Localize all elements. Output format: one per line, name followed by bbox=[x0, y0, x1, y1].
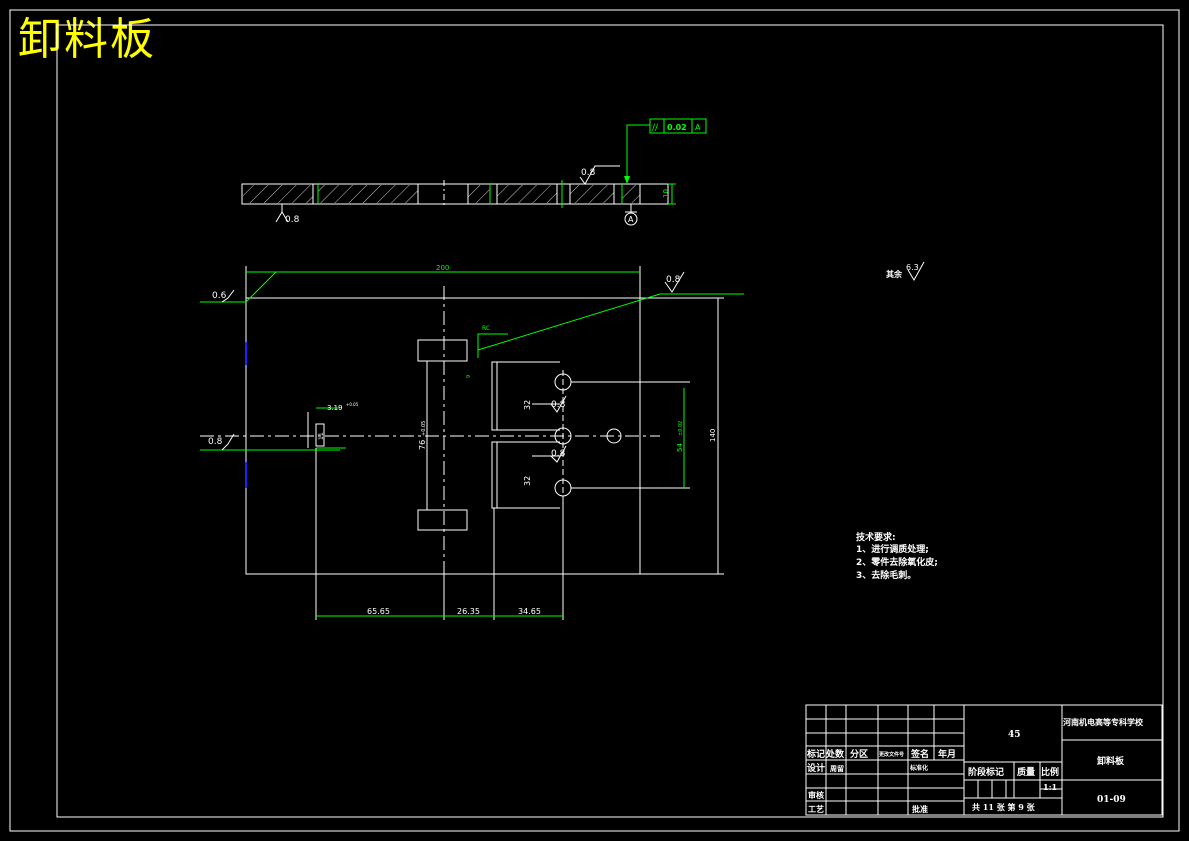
dim-bottom-3: 34.65 bbox=[518, 607, 541, 616]
rc-small: 9 bbox=[466, 375, 472, 378]
thickness-dim: 10 bbox=[662, 189, 670, 198]
tb-standardize: 标准化 bbox=[909, 764, 928, 772]
tech-requirements: 技术要求: 1、进行调质处理; 2、零件去除氧化皮; 3、去除毛刺。 bbox=[856, 531, 938, 581]
tb-count: 处数 bbox=[825, 748, 845, 760]
inner-frame bbox=[56, 24, 1164, 818]
main-view: 200 140 76 +0.05 32 32 54 ±0.02 bbox=[200, 264, 744, 620]
tolerance-value: 0.02 bbox=[667, 123, 687, 132]
roughness-left-mid: 0.8 bbox=[208, 437, 223, 447]
tb-date: 年月 bbox=[938, 748, 956, 760]
vertical-dim-tol: +0.05 bbox=[421, 421, 427, 436]
tb-scale: 1:1 bbox=[1043, 782, 1057, 792]
roughness-hole-1: 0.8 bbox=[551, 400, 566, 410]
tb-signature: 签名 bbox=[910, 748, 929, 760]
remainder-value: 6.3 bbox=[906, 263, 919, 272]
section-view: 10 // 0.02 A 0.8 0.8 A bbox=[241, 118, 707, 226]
tolerance-symbol: // bbox=[652, 123, 659, 133]
tb-part-name: 卸料板 bbox=[1097, 755, 1125, 767]
tb-ratio: 比例 bbox=[1041, 766, 1059, 778]
drawing-title: 卸料板 bbox=[18, 14, 156, 65]
outer-frame bbox=[9, 9, 1180, 832]
title-block-text: 标记 处数 分区 更改文件号 签名 年月 设计 周留 标准化 审核 工艺 批准 … bbox=[806, 717, 1144, 814]
tech-item-2: 2、零件去除氧化皮; bbox=[856, 556, 938, 568]
tb-approve: 批准 bbox=[912, 804, 928, 814]
tech-item-1: 1、进行调质处理; bbox=[856, 543, 929, 555]
datum-label: A bbox=[628, 215, 634, 224]
tolerance-datum: A bbox=[695, 123, 701, 132]
tb-process: 工艺 bbox=[808, 804, 824, 814]
tb-zone: 分区 bbox=[850, 748, 868, 760]
height-dim: 140 bbox=[709, 429, 717, 442]
roughness-top: 0.8 bbox=[581, 168, 596, 178]
roughness-bottom: 0.8 bbox=[285, 215, 300, 225]
right-dim: 54 bbox=[676, 443, 684, 452]
rc-label: RC bbox=[482, 325, 490, 332]
width-dim: 200 bbox=[436, 264, 449, 272]
tb-design: 设计 bbox=[807, 762, 825, 774]
tb-sheet-info: 共 11 张 第 9 张 bbox=[972, 802, 1036, 812]
slot-dim-a-tol: +0.05 bbox=[346, 402, 359, 407]
roughness-left-top: 0.6 bbox=[212, 291, 227, 301]
tb-design-name: 周留 bbox=[830, 764, 844, 773]
hole-dim-2: 32 bbox=[523, 476, 532, 486]
tb-drawing-no: 01-09 bbox=[1097, 795, 1126, 805]
dim-bottom-1: 65.65 bbox=[367, 607, 390, 616]
tb-stage-mark: 阶段标记 bbox=[968, 766, 1004, 778]
tb-weight: 质量 bbox=[1017, 766, 1035, 778]
tech-heading: 技术要求: bbox=[856, 531, 896, 543]
tb-material: 45 bbox=[1008, 730, 1021, 740]
roughness-hole-2: 0.8 bbox=[551, 449, 566, 459]
title-block bbox=[805, 704, 1163, 816]
roughness-right-top: 0.8 bbox=[666, 275, 681, 285]
dim-bottom-2: 26.35 bbox=[457, 607, 480, 616]
slot-dim-b: 11 bbox=[318, 432, 325, 440]
tb-mark: 标记 bbox=[806, 748, 825, 760]
remainder-roughness: 其余 6.3 bbox=[886, 261, 925, 281]
slot-dim-a: 3.19 bbox=[327, 404, 343, 412]
tech-item-3: 3、去除毛刺。 bbox=[856, 569, 916, 581]
right-dim-tol: ±0.02 bbox=[678, 421, 684, 436]
hole-dim-1: 32 bbox=[523, 400, 532, 410]
remainder-label: 其余 bbox=[886, 269, 903, 279]
tb-school: 河南机电高等专科学校 bbox=[1063, 717, 1144, 727]
tb-review: 审核 bbox=[808, 790, 824, 800]
vertical-dim: 76 bbox=[418, 440, 427, 450]
tb-change-doc: 更改文件号 bbox=[879, 751, 904, 758]
